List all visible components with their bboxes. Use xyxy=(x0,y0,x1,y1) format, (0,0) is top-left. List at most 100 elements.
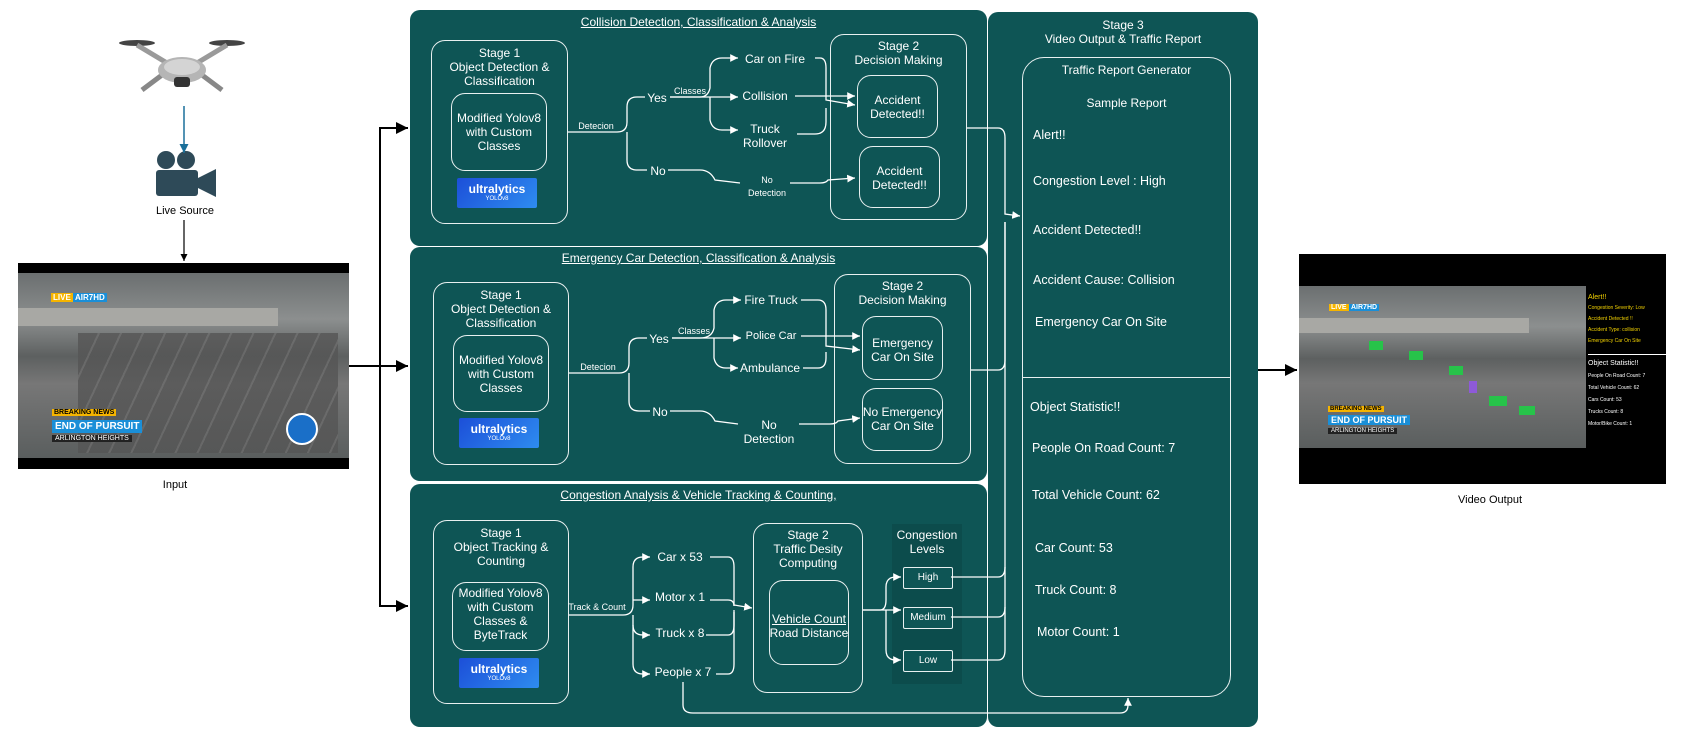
collision-decision-b xyxy=(859,146,940,208)
compute-vehicle-count: Vehicle Count xyxy=(771,612,847,626)
overlay-alert-congestion: Congestion Severity: Low xyxy=(1588,305,1645,311)
collision-stage2-title: Stage 2 Decision Making xyxy=(854,39,943,67)
detected-car-box xyxy=(1369,341,1383,350)
collision-decision-a-label: Accident Detected!! xyxy=(870,93,925,121)
class-truck-rollover: Truck Rollover xyxy=(742,122,787,150)
emergency-model-label: Modified Yolov8 with Custom Classes xyxy=(458,353,544,395)
report-accident: Accident Detected!! xyxy=(1033,223,1142,237)
overlay-alert-title: Alert!! xyxy=(1588,294,1607,301)
class-collision: Collision xyxy=(742,89,788,103)
level-low: Low xyxy=(903,650,953,672)
count-people: People x 7 xyxy=(654,665,712,679)
emergency-detecion-label: Detecion xyxy=(580,362,616,372)
overlay-stats-title: Object Statistic!! xyxy=(1588,360,1639,367)
live-source-label: Live Source xyxy=(155,205,215,217)
stats-car: Car Count: 53 xyxy=(1035,541,1113,555)
location-banner: ARLINGTON HEIGHTS xyxy=(1328,428,1398,434)
output-video-frame: LIVE AIR7HD BREAKING NEWS END OF PURSUIT… xyxy=(1299,254,1666,484)
level-medium: Medium xyxy=(903,607,953,629)
emergency-title: Emergency Car Detection, Classification … xyxy=(561,251,836,265)
collision-no-detection: No Detection xyxy=(747,175,787,198)
congestion-model-label: Modified Yolov8 with Custom Classes & By… xyxy=(458,586,543,642)
emergency-decision-a-label: Emergency Car On Site xyxy=(871,336,934,364)
count-truck: Truck x 8 xyxy=(655,626,705,640)
class-car-on-fire: Car on Fire xyxy=(744,52,806,66)
congestion-stage2-title: Stage 2 Traffic Desity Computing xyxy=(773,528,843,570)
level-high: High xyxy=(903,567,953,589)
congestion-stage1-title: Stage 1 Object Tracking & Counting xyxy=(453,526,549,568)
report-alert: Alert!! xyxy=(1033,128,1066,142)
report-generator-title: Traffic Report Generator xyxy=(1061,63,1192,77)
collision-classes-label: Classes xyxy=(673,86,706,96)
emergency-decision-a xyxy=(862,316,943,380)
collision-stage2-box xyxy=(830,34,967,220)
collision-title: Collision Detection, Classification & An… xyxy=(580,15,817,29)
congestion-stage2-box xyxy=(753,523,863,693)
headline-banner: END OF PURSUIT xyxy=(52,420,143,433)
input-video-frame: LIVE AIR7HD BREAKING NEWS END OF PURSUIT… xyxy=(18,263,349,469)
compute-road-distance: Road Distance xyxy=(769,626,849,640)
overlay-stats-trucks: Trucks Count: 8 xyxy=(1588,409,1624,415)
overlay-alert-type: Accident Type: collision xyxy=(1588,327,1640,333)
stage3-panel xyxy=(988,12,1258,727)
breaking-news-tag: BREAKING NEWS xyxy=(52,409,117,416)
congestion-title: Congestion Analysis & Vehicle Tracking &… xyxy=(560,488,837,502)
ultralytics-sub: YOLOv8 xyxy=(487,436,511,442)
emergency-stage2-box xyxy=(834,274,971,464)
track-count-label: Track & Count xyxy=(568,602,626,612)
detected-person-box xyxy=(1469,381,1477,393)
congestion-stage1-box xyxy=(433,520,569,704)
emergency-yes-label: Yes xyxy=(649,332,669,346)
collision-yes-label: Yes xyxy=(647,91,667,105)
headline-banner: END OF PURSUIT xyxy=(1328,415,1411,425)
collision-decision-a xyxy=(857,75,938,138)
collision-decision-b-label: Accident Detected!! xyxy=(872,164,927,192)
overlay-stats-list: Object Statistic!! People On Road Count:… xyxy=(1588,358,1666,430)
drone-icon xyxy=(112,25,252,105)
congestion-model-box xyxy=(452,582,549,651)
report-divider xyxy=(1023,377,1230,378)
report-congestion: Congestion Level : High xyxy=(1033,174,1166,188)
detected-car-box xyxy=(1519,406,1535,415)
air7hd-badge: AIR7HD xyxy=(73,293,107,302)
class-fire-truck: Fire Truck xyxy=(744,293,798,307)
overlay-stats-motor: Motor/Bike Count: 1 xyxy=(1588,421,1633,427)
live-badge: LIVE xyxy=(1329,304,1349,311)
stats-title: Object Statistic!! xyxy=(1030,400,1121,414)
stats-total: Total Vehicle Count: 62 xyxy=(1032,488,1160,502)
live-badge: LIVE xyxy=(51,293,73,302)
ultralytics-sub: YOLOv8 xyxy=(485,196,509,202)
levels-title: Congestion Levels xyxy=(896,528,958,556)
overlay-stats-cars: Cars Count: 53 xyxy=(1588,397,1622,403)
camera-icon xyxy=(152,150,218,200)
abc7-logo-icon xyxy=(286,413,318,445)
overlay-alert-list: Alert!! Congestion Severity: Low Acciden… xyxy=(1588,292,1666,347)
class-police-car: Police Car xyxy=(745,330,797,342)
emergency-stage2-title: Stage 2 Decision Making xyxy=(858,279,947,307)
collision-detecion-label: Detecion xyxy=(578,121,614,131)
overpass xyxy=(1299,318,1529,333)
overlay-stats-people: People On Road Count: 7 xyxy=(1588,373,1646,379)
emergency-stage1-box xyxy=(433,282,569,465)
emergency-model-box xyxy=(453,335,549,412)
count-car: Car x 53 xyxy=(657,550,703,564)
stats-truck: Truck Count: 8 xyxy=(1035,583,1117,597)
emergency-decision-b xyxy=(862,388,943,451)
detected-car-box xyxy=(1489,396,1507,406)
stage3-title: Stage 3 Video Output & Traffic Report xyxy=(1044,18,1202,46)
collision-stage1-box xyxy=(431,40,568,224)
collision-stage1-title: Stage 1 Object Detection & Classificatio… xyxy=(449,46,550,88)
air7hd-badge: AIR7HD xyxy=(1349,304,1380,311)
emergency-no-label: No xyxy=(652,405,668,419)
count-motor: Motor x 1 xyxy=(654,590,705,604)
overlay-stats-total: Total Vehicle Count: 62 xyxy=(1588,385,1640,391)
overlay-alert-emergency: Emergency Car On Site xyxy=(1588,338,1641,344)
class-ambulance: Ambulance xyxy=(739,361,801,375)
ultralytics-name: ultralytics xyxy=(468,182,526,196)
overlay-divider xyxy=(1588,354,1666,355)
emergency-stage1-title: Stage 1 Object Detection & Classificatio… xyxy=(450,288,552,330)
